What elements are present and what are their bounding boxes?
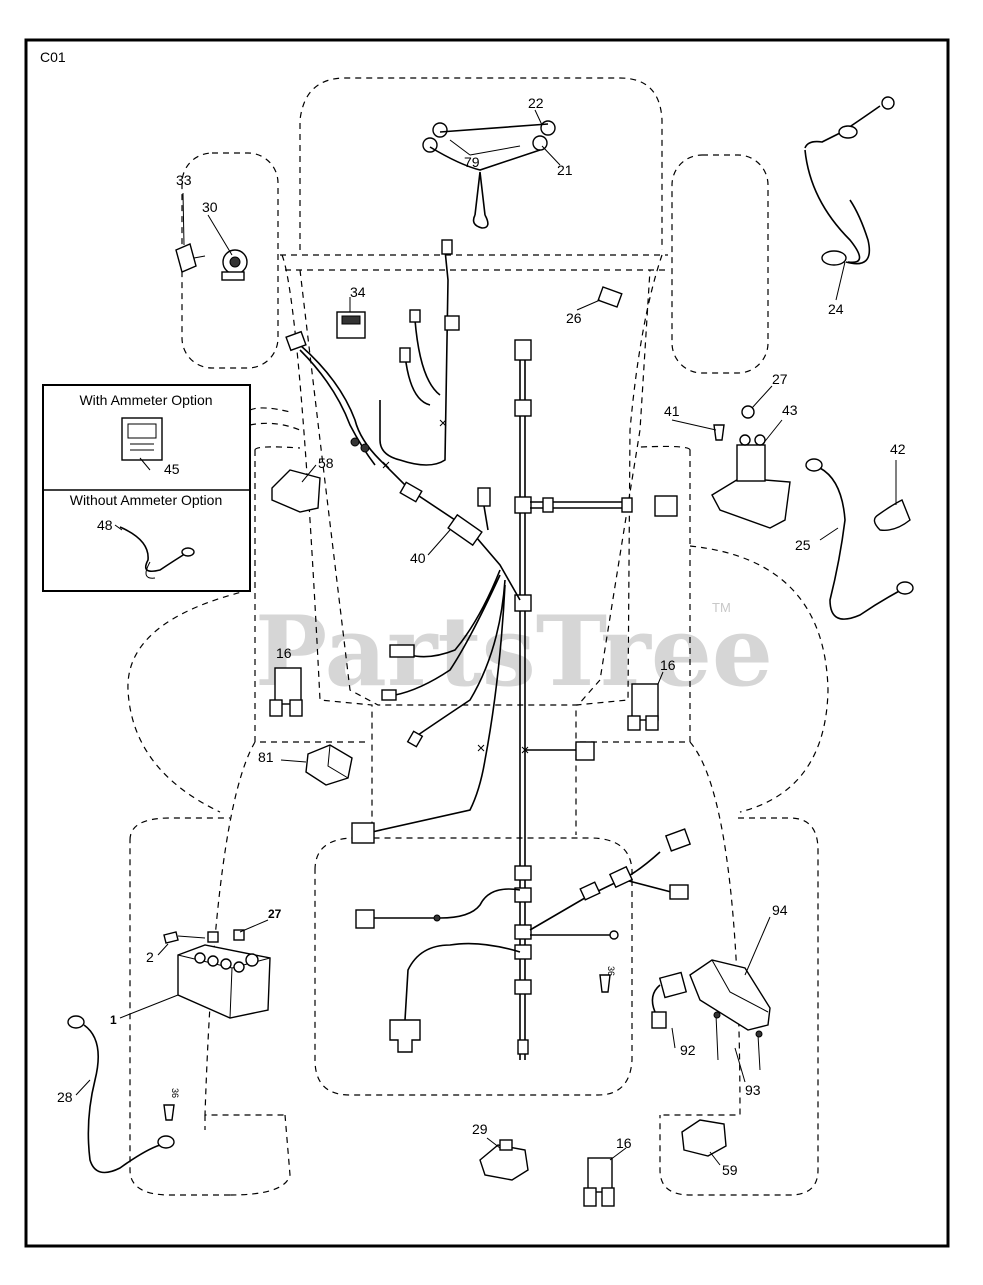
callout-27: 27 — [772, 371, 788, 387]
connector-16-bottom — [583, 1157, 615, 1207]
callout-16-left: 16 — [276, 645, 292, 661]
with-ammeter-label: With Ammeter Option — [79, 392, 212, 408]
callout-2: 2 — [146, 949, 154, 965]
seat-switch-29 — [479, 1139, 529, 1181]
ammeter-part-45 — [121, 417, 163, 461]
callout-36-center: 36 — [606, 966, 616, 976]
bolt-2 — [163, 931, 219, 944]
switch-92 — [651, 971, 688, 1029]
callout-26: 26 — [566, 310, 582, 326]
ammeter-option-box: With Ammeter Option Without Ammeter Opti… — [42, 384, 251, 592]
battery-cable-28 — [67, 1015, 175, 1174]
callout-94: 94 — [772, 902, 788, 918]
callout-34: 34 — [350, 284, 366, 300]
bolt-36-left — [163, 1104, 175, 1121]
ignition-switch-30 — [221, 249, 248, 281]
callout-22: 22 — [528, 95, 544, 111]
callout-28: 28 — [57, 1089, 73, 1105]
callout-29: 29 — [472, 1121, 488, 1137]
battery-1 — [177, 944, 271, 1019]
callout-92: 92 — [680, 1042, 696, 1058]
callout-16-right: 16 — [660, 657, 676, 673]
callout-36-left: 36 — [170, 1088, 180, 1098]
module-59 — [681, 1119, 727, 1157]
callout-59: 59 — [722, 1162, 738, 1178]
callouts: 22 21 79 33 30 24 34 26 27 43 41 42 25 5… — [57, 95, 906, 1178]
cable-25 — [805, 458, 914, 620]
without-ammeter-label: Without Ammeter Option — [70, 492, 223, 508]
callout-30: 30 — [202, 199, 218, 215]
callout-16-bottom: 16 — [616, 1135, 632, 1151]
wiring-harness-40 — [285, 239, 692, 1060]
screw-41 — [713, 424, 725, 441]
connector-16-right — [627, 683, 659, 731]
diagram-code: C01 — [40, 49, 66, 65]
callout-58: 58 — [318, 455, 334, 471]
callout-41: 41 — [664, 403, 680, 419]
solenoid-43 — [711, 405, 791, 529]
callout-42: 42 — [890, 441, 906, 457]
jumper-wire-48 — [119, 526, 195, 579]
screws-93 — [713, 1011, 763, 1071]
headlight-harness — [422, 120, 556, 229]
boot-42 — [873, 499, 911, 531]
bolt-36-center — [599, 974, 611, 993]
fuse-26 — [597, 286, 623, 308]
relay-81 — [305, 744, 353, 786]
connector-16-left — [269, 667, 303, 717]
relay-58 — [271, 469, 321, 513]
callout-45: 45 — [164, 461, 180, 477]
callout-40: 40 — [410, 550, 426, 566]
nut-27-battery — [233, 929, 245, 941]
callout-33: 33 — [176, 172, 192, 188]
watermark: PartsTree — [255, 595, 773, 708]
callout-81: 81 — [258, 749, 274, 765]
callout-43: 43 — [782, 402, 798, 418]
callout-27-battery: 27 — [268, 907, 282, 921]
callout-1: 1 — [110, 1013, 117, 1027]
callout-25: 25 — [795, 537, 811, 553]
watermark-trademark: TM — [712, 600, 731, 615]
leader-lines — [75, 109, 897, 1166]
switch-34 — [336, 311, 366, 339]
callout-21: 21 — [557, 162, 573, 178]
diagram-border — [24, 38, 950, 1248]
pto-switch-94 — [689, 959, 771, 1031]
callout-93: 93 — [745, 1082, 761, 1098]
tractor-outline — [127, 77, 829, 1196]
battery-cable-24 — [804, 96, 895, 266]
callout-24: 24 — [828, 301, 844, 317]
callout-79: 79 — [464, 154, 480, 170]
key-part-33 — [175, 243, 206, 273]
callout-48: 48 — [97, 517, 113, 533]
